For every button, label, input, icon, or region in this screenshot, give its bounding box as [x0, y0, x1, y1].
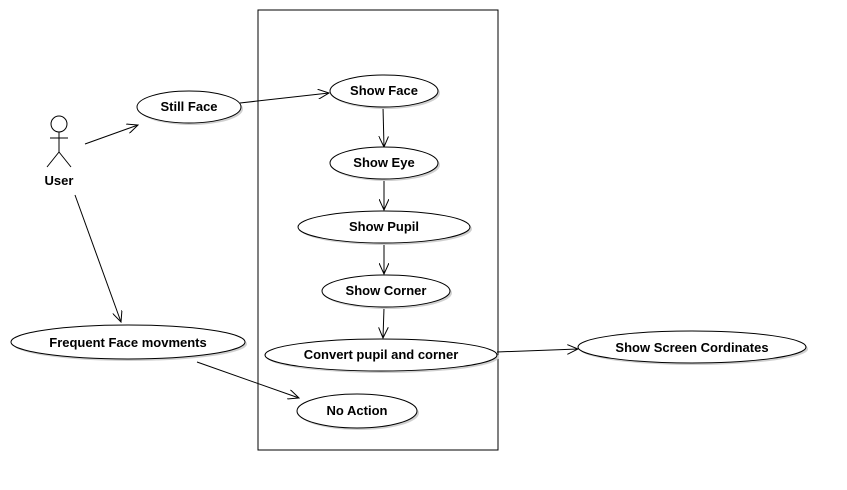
usecase-show-face-label: Show Face: [350, 83, 418, 98]
usecase-screen-coords-label: Show Screen Cordinates: [615, 340, 768, 355]
edge-user-still-face: [84, 125, 138, 145]
edge-show-face-show-eye: [383, 106, 384, 147]
edge-still-face-show-face: [239, 93, 329, 104]
usecase-convert-label: Convert pupil and corner: [304, 347, 459, 362]
usecase-frequent[interactable]: Frequent Face movments: [10, 324, 247, 361]
usecase-show-pupil[interactable]: Show Pupil: [297, 210, 472, 245]
edge-frequent-no-action: [196, 361, 299, 398]
usecase-screen-coords[interactable]: Show Screen Cordinates: [577, 330, 808, 365]
usecase-show-eye-label: Show Eye: [353, 155, 414, 170]
actor-label: User: [45, 173, 74, 188]
usecase-frequent-label: Frequent Face movments: [49, 335, 207, 350]
usecase-show-eye[interactable]: Show Eye: [329, 146, 440, 181]
system-boundary: [257, 9, 499, 451]
edge-show-corner-convert: [383, 307, 384, 338]
edge-user-frequent: [74, 194, 121, 322]
usecase-show-corner-label: Show Corner: [346, 283, 427, 298]
edge-convert-screen-coords: [496, 349, 578, 352]
actor-left-leg: [46, 151, 60, 168]
usecase-show-face[interactable]: Show Face: [329, 74, 440, 109]
usecase-show-corner[interactable]: Show Corner: [321, 274, 452, 309]
usecase-still-face-label: Still Face: [160, 99, 217, 114]
usecase-convert[interactable]: Convert pupil and corner: [264, 338, 499, 373]
usecase-show-pupil-label: Show Pupil: [349, 219, 419, 234]
actor-user[interactable]: User: [45, 115, 74, 188]
usecase-still-face[interactable]: Still Face: [136, 90, 243, 125]
usecase-no-action-label: No Action: [327, 403, 388, 418]
actor-right-leg: [58, 151, 72, 168]
actor-head: [50, 115, 68, 133]
usecase-no-action[interactable]: No Action: [296, 393, 419, 430]
